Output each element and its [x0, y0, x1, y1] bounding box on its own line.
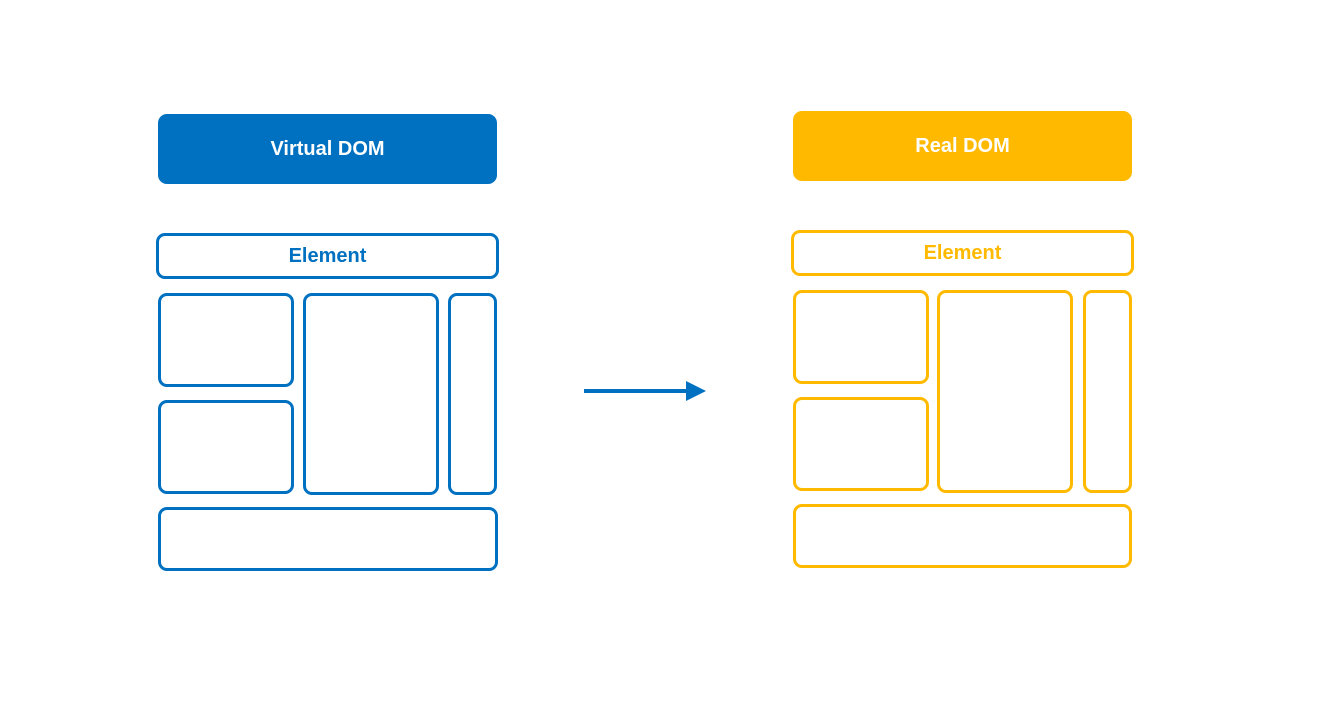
virtual-dom-element-box: Element [156, 233, 499, 279]
virtual-dom-child-bottom [158, 507, 498, 571]
virtual-dom-title: Virtual DOM [270, 137, 385, 160]
virtual-dom-header: Virtual DOM [158, 114, 497, 184]
real-dom-element-box: Element [791, 230, 1134, 276]
real-dom-child-right [1083, 290, 1132, 493]
real-dom-title: Real DOM [915, 134, 1010, 157]
real-dom-element-label: Element [923, 241, 1002, 264]
real-dom-child-bottom-left [793, 397, 929, 491]
virtual-dom-child-top-left [158, 293, 294, 387]
arrow-right-icon [584, 381, 706, 401]
real-dom-header: Real DOM [793, 111, 1132, 181]
real-dom-child-middle [937, 290, 1073, 493]
virtual-dom-child-right [448, 293, 497, 495]
virtual-dom-child-middle [303, 293, 439, 495]
virtual-dom-element-label: Element [288, 244, 367, 267]
virtual-dom-child-bottom-left [158, 400, 294, 494]
real-dom-child-top-left [793, 290, 929, 384]
real-dom-child-bottom [793, 504, 1132, 568]
